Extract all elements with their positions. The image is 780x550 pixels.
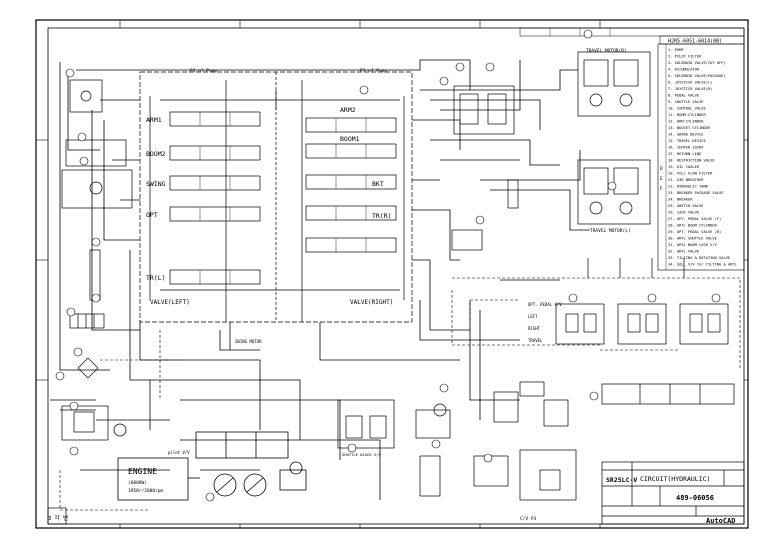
valve-label-arm2: ARM2 — [340, 106, 356, 114]
side-marker-f: F — [660, 186, 663, 192]
travel-motor-r-label: TRAVEL MOTOR(R) — [586, 48, 627, 54]
callout-circles — [55, 29, 721, 502]
shuttle-block-label: SHUTTLE BLOCK V/V — [342, 452, 382, 457]
valve-label-boom2: BOOM2 — [146, 150, 166, 158]
parts-list-item: 6. JOYSTICK VALVE(L) — [668, 81, 712, 85]
parts-list-item: 18. RESTRICTION VALVE — [668, 159, 715, 163]
pilot-vv-label: pilot V/V — [168, 450, 190, 455]
parts-list-item: 13. BUCKET CYLINDER — [668, 126, 711, 130]
parts-list-item: 5. SOLENOID VALVE(PACKAGE) — [668, 74, 726, 78]
drawing-title: CIRCUIT(HYDRAULIC) — [640, 475, 710, 483]
valve-left-label: VALVE(LEFT) — [150, 299, 190, 306]
parts-list-item: 12. ARM CYLINDER — [668, 120, 704, 124]
pilot-label-right: RIGHT — [528, 326, 541, 331]
top-ref-code: H2R5-6051-6014(0B) — [668, 39, 722, 45]
parts-list-item: 8. PEDAL VALVE — [668, 94, 699, 98]
parts-list-item: 19. OIL COOLER — [668, 165, 700, 169]
pilot-label-left: LEFT — [528, 314, 538, 319]
inner-frame — [47, 27, 745, 525]
parts-list-item: 30. ARTL SHUTTLE VALVE — [668, 237, 717, 241]
parts-list-item: 23. BREAKER PACKAGE VALVE — [668, 191, 724, 195]
parts-list-item: 3. SOLENOID VALVE(CUT OFF) — [668, 61, 726, 65]
parts-list-item: 11. BOOM CYLINDER — [668, 113, 707, 117]
parts-list: 1. PUMP 2. PILOT FILTER 3. SOLENOID VALVE(… — [668, 48, 738, 267]
bottom-middle-components — [337, 381, 577, 501]
sheet-number: 3 각 번 — [48, 514, 68, 522]
valve-label-opt: OPT — [146, 211, 158, 219]
parts-list-item: 16. CENTER JOINT — [668, 146, 704, 150]
valve-label-boom1: BOOM1 — [340, 135, 360, 143]
right-valve-labels: ARM2 BOOM1 BKT TR(R) — [340, 106, 392, 220]
swing-motor-label: SWING MOTOR — [235, 339, 262, 344]
side-marker-e: E — [660, 176, 663, 182]
travel-motors — [451, 51, 651, 251]
product-code: SR25LC-V — [606, 476, 637, 484]
parts-list-item: 27. OPT. PEDAL VALVE (F) — [668, 217, 721, 221]
parts-list-item: 20. FULL FLOW FILTER — [668, 172, 713, 176]
border-ticks — [36, 20, 748, 528]
parts-list-item: 26. LOCK VALVE — [668, 211, 699, 215]
valve-right-label: VALVE(RIGHT) — [350, 299, 393, 306]
valve-label-bkt: BKT — [372, 180, 384, 188]
travel-motor-l-label: TRAVEL MOTOR(L) — [590, 228, 631, 234]
main-control-valve — [139, 71, 413, 323]
title-block — [47, 461, 745, 525]
main-pump — [213, 473, 237, 497]
engine-box — [117, 457, 189, 501]
parts-list-item: 33. TILTING & ROTATING VALVE — [668, 256, 730, 260]
parts-list-item: 14. SWING DEVICE — [668, 133, 704, 137]
parts-list-item: 25. SWITCH VALVE — [668, 204, 704, 208]
left-components — [61, 79, 133, 441]
parts-list-item: 32. ARTL VALVE — [668, 250, 699, 254]
software-label: AutoCAD — [706, 517, 736, 525]
engine-subtitle-1: (600KW) — [128, 480, 147, 486]
parts-list-item: 9. SHUTTLE VALVE — [668, 100, 704, 104]
outer-frame — [35, 19, 749, 529]
part-side-markers: D E F — [660, 166, 663, 192]
side-marker-d: D — [660, 166, 663, 172]
parts-list-item: 34. SOL. V/V for TILTING & ARTL — [668, 263, 738, 267]
parts-list-table — [657, 43, 745, 271]
valve-label-swing: SWING — [146, 180, 166, 188]
engine-pump-assembly — [113, 423, 307, 501]
hydraulic-lines — [50, 59, 590, 500]
pilot-lines — [59, 277, 741, 511]
left-valve-labels: ARM1 BOOM2 SWING OPT TR(L) — [146, 116, 166, 282]
pump-p1-label: P1 of Pump — [360, 68, 387, 74]
parts-list-item: 17. RETURN LINE — [668, 152, 701, 156]
drawing-number: 489-06056 — [676, 494, 714, 502]
parts-list-item: 28. ARTL BOOM CYLINDER — [668, 224, 718, 228]
pilot-valve-bank — [555, 258, 735, 405]
pilot-label-travel: TRAVEL — [528, 338, 543, 343]
pump-p2-label: P2 of Pump — [190, 68, 217, 74]
valve-label-trr: TR(R) — [372, 212, 392, 220]
engine-label: ENGINE — [128, 467, 157, 476]
parts-list-item: 24. BREAKER — [668, 198, 693, 202]
parts-list-item: 29. OPT. PEDAL VALVE (B) — [668, 230, 721, 234]
parts-list-item: 7. JOYSTICK VALVE(R) — [668, 87, 712, 91]
parts-list-item: 21. AIR BREATHER — [668, 178, 704, 182]
valve-label-trl: TR(L) — [146, 274, 166, 282]
valve-label-arm1: ARM1 — [146, 116, 162, 124]
parts-list-item: 1. PUMP — [668, 48, 684, 52]
parts-list-item: 15. TRAVEL DEVICE — [668, 139, 706, 143]
parts-list-item: 10. CONTROL VALVE — [668, 107, 706, 111]
engine-subtitle-2: 1950r/2000rpm — [128, 488, 164, 494]
parts-list-item: 2. PILOT FILTER — [668, 55, 702, 59]
parts-list-item: 4. ACCUMULATOR — [668, 68, 700, 72]
pilot-label-opt: OPT. PEDAL V/V — [528, 302, 562, 307]
revision-strip: H2R5-6051-6014(0B) — [519, 27, 745, 45]
cv-p3-label: C/V P3 — [520, 516, 537, 522]
parts-list-item: 31. ARTL BOOM LOCK V/V — [668, 243, 718, 247]
parts-list-item: 22. HYDRAULIC TANK — [668, 185, 709, 189]
